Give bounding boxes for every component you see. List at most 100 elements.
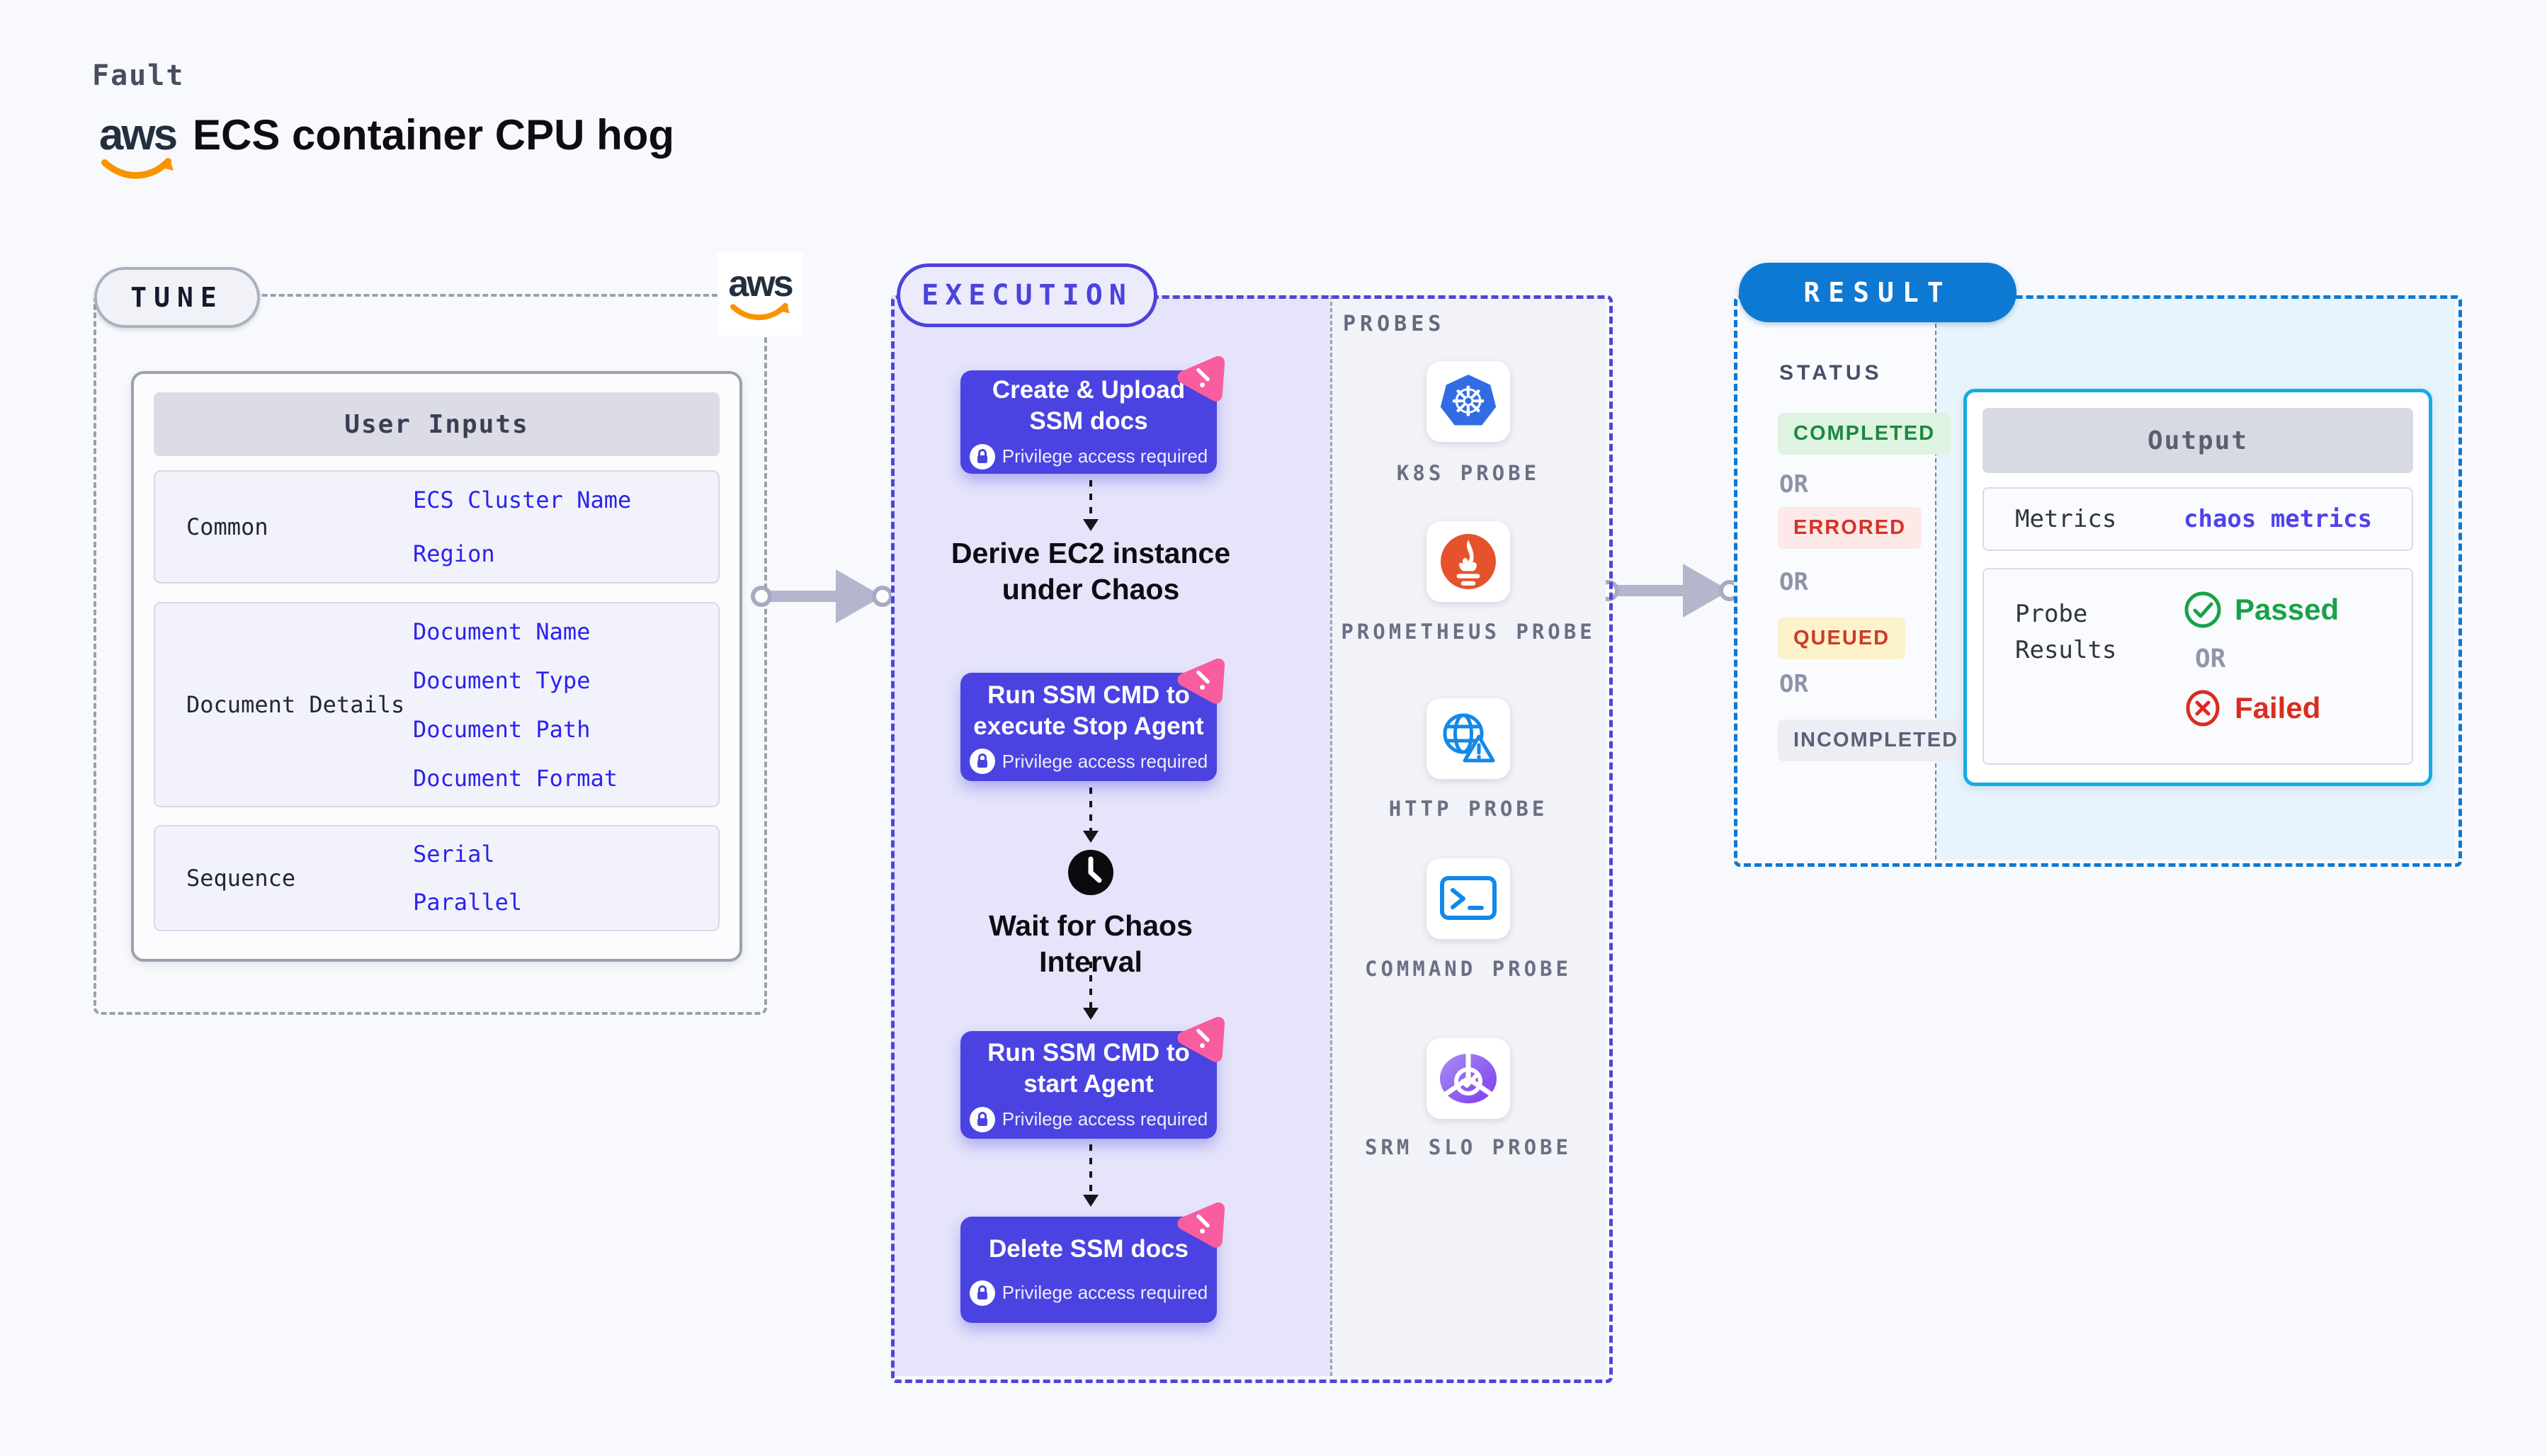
prometheus-icon — [1441, 534, 1496, 589]
metrics-row: Metrics chaos metrics — [1982, 487, 2413, 551]
execution-section-pill: EXECUTION — [897, 263, 1157, 327]
flow-arrow-down — [1083, 1144, 1099, 1207]
lock-icon — [969, 749, 995, 775]
step-node-delete-ssm-docs: Delete SSM docs Privilege access require… — [960, 1202, 1225, 1323]
row-value: Document Name — [413, 618, 591, 645]
status-badge-errored: ERRORED — [1778, 507, 1922, 549]
status-column-label: STATUS — [1779, 361, 1883, 385]
row-value: Parallel — [413, 889, 523, 916]
result-section-box — [1734, 295, 2462, 867]
row-value: Document Format — [413, 764, 618, 792]
execution-flow-panel — [891, 295, 1330, 1376]
fault-kind-label: Fault — [92, 59, 185, 92]
probes-divider — [1330, 295, 1332, 1376]
clock-icon — [1068, 850, 1113, 895]
metrics-label: Metrics — [2015, 504, 2117, 533]
row-value: Region — [413, 540, 495, 567]
privilege-label: Privilege access required — [1002, 445, 1208, 467]
probe-card-http — [1426, 698, 1510, 779]
status-output-divider — [1935, 295, 1936, 860]
output-header: Output — [1982, 408, 2413, 473]
row-value: ECS Cluster Name — [413, 487, 632, 513]
probe-label: SRM SLO PROBE — [1365, 1135, 1572, 1159]
chaos-step-icon — [1177, 658, 1225, 704]
aws-logo: aws — [95, 113, 180, 181]
lock-icon — [969, 1106, 995, 1132]
probes-column-label: PROBES — [1343, 312, 1446, 336]
failed-label: Failed — [2235, 691, 2321, 724]
lock-icon — [969, 1280, 995, 1306]
status-badge-incompleted: INCOMPLETED — [1778, 720, 1975, 761]
probe-label: K8S PROBE — [1396, 461, 1541, 485]
x-circle-icon — [2186, 690, 2220, 727]
slo-gauge-icon — [1440, 1054, 1497, 1103]
probe-label: COMMAND PROBE — [1365, 957, 1572, 981]
privilege-label: Privilege access required — [1002, 1108, 1208, 1130]
step-node-create-upload-ssm: Create & Upload SSM docs Privilege acces… — [960, 356, 1225, 474]
terminal-icon — [1440, 876, 1497, 920]
tune-section-pill: TUNE — [94, 267, 260, 328]
probe-card-prometheus — [1426, 521, 1510, 602]
flow-arrow-down — [1083, 480, 1099, 531]
step-title: Run SSM CMD to start Agent — [987, 1039, 1190, 1098]
step-title: Run SSM CMD to execute Stop Agent — [973, 681, 1204, 740]
table-row-sequence: Sequence Serial Parallel — [154, 825, 720, 931]
row-label: Document Details — [186, 690, 405, 718]
probe-results-label: Probe Results — [2015, 600, 2117, 664]
aws-corner-card: aws — [717, 252, 802, 336]
user-inputs-header: User Inputs — [154, 392, 720, 456]
status-badge-queued: QUEUED — [1778, 618, 1906, 659]
table-row-document-details: Document Details Document Name Document … — [154, 602, 720, 807]
aws-smile-icon — [730, 302, 790, 321]
row-label: Sequence — [186, 864, 296, 892]
probes-panel — [1330, 295, 1606, 1376]
row-label: Common — [186, 513, 268, 540]
privilege-label: Privilege access required — [1002, 1282, 1208, 1304]
or-separator: OR — [1779, 470, 1808, 499]
result-section-pill: RESULT — [1739, 263, 2016, 322]
derive-ec2-text: Derive EC2 instance under Chaos — [951, 537, 1231, 606]
output-card: Output Metrics chaos metrics Probe Resul… — [1963, 389, 2432, 786]
page-title: ECS container CPU hog — [193, 111, 675, 159]
aws-logo-text: aws — [728, 263, 793, 305]
execution-to-result-arrow — [1598, 564, 1740, 618]
flow-arrow-down — [1083, 962, 1099, 1020]
user-inputs-card: User Inputs Common ECS Cluster Name Regi… — [131, 371, 742, 962]
privilege-label: Privilege access required — [1002, 750, 1208, 772]
aws-smile-icon — [101, 157, 174, 179]
kubernetes-icon: ☸ — [1440, 375, 1497, 426]
chaos-step-icon — [1177, 1016, 1225, 1062]
step-title: Create & Upload SSM docs — [992, 376, 1186, 435]
probe-results-row: Probe Results Passed OR Failed — [1982, 568, 2413, 765]
probe-label: PROMETHEUS PROBE — [1341, 620, 1596, 644]
probe-card-k8s: ☸ — [1426, 361, 1510, 442]
status-badge-completed: COMPLETED — [1778, 413, 1951, 455]
or-separator: OR — [2195, 644, 2226, 673]
wait-chaos-interval-text: Wait for Chaos Interval — [989, 909, 1193, 978]
or-separator: OR — [1779, 670, 1808, 698]
check-circle-icon — [2184, 591, 2221, 628]
row-value: Serial — [413, 841, 495, 868]
metrics-value: chaos metrics — [2184, 505, 2373, 533]
tune-section-box — [93, 294, 767, 1015]
probe-card-command — [1426, 858, 1510, 939]
execution-section-box — [891, 295, 1613, 1383]
or-separator: OR — [1779, 568, 1808, 596]
probe-card-srm-slo — [1426, 1038, 1510, 1119]
lock-icon — [969, 443, 995, 470]
probe-label: HTTP PROBE — [1388, 797, 1548, 821]
status-panel — [1734, 295, 1935, 860]
table-row-common: Common ECS Cluster Name Region — [154, 470, 720, 584]
step-node-run-ssm-stop-agent: Run SSM CMD to execute Stop Agent Privil… — [960, 658, 1225, 781]
row-value: Document Path — [413, 715, 591, 743]
aws-logo-small: aws — [728, 263, 794, 322]
chaos-step-icon — [1177, 1202, 1225, 1248]
chaos-step-icon — [1177, 356, 1225, 402]
step-title: Delete SSM docs — [988, 1235, 1189, 1263]
row-value: Document Type — [413, 666, 591, 694]
flow-arrow-down — [1083, 787, 1099, 843]
tune-to-execution-arrow — [751, 569, 892, 623]
http-globe-icon — [1443, 713, 1495, 763]
aws-logo-text: aws — [98, 110, 178, 159]
